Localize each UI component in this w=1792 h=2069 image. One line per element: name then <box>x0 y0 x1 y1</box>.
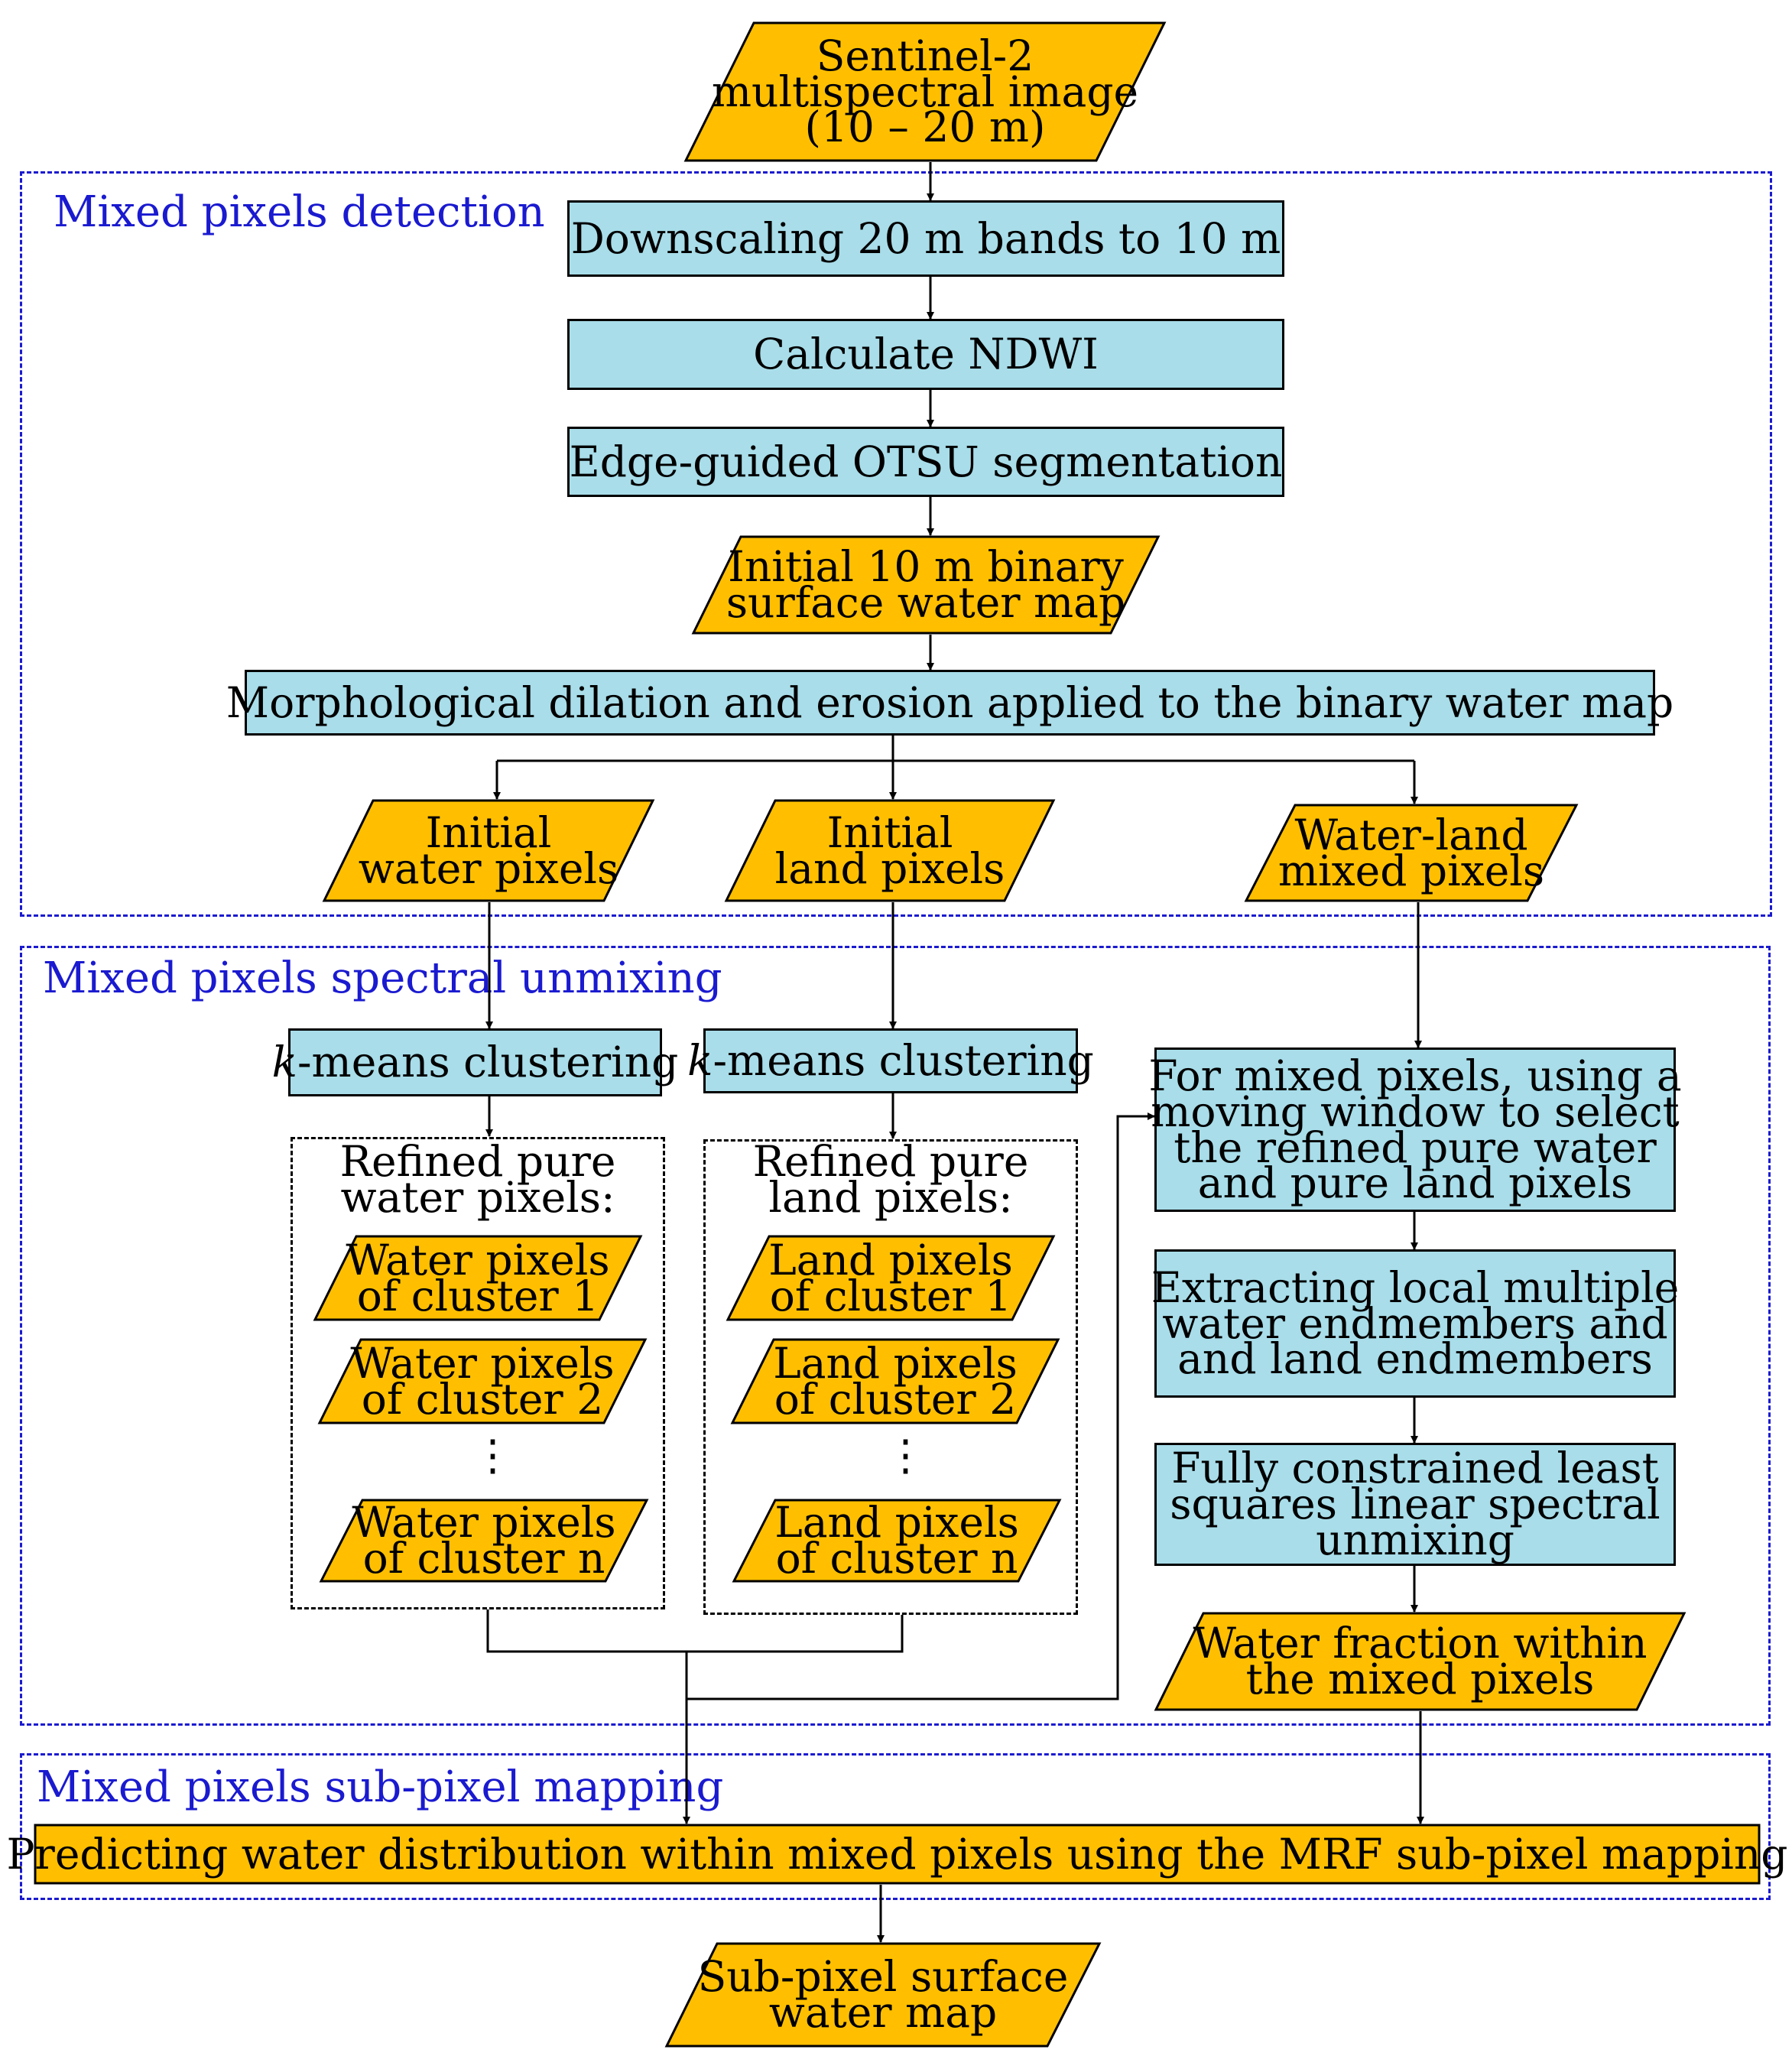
calculate-ndwi-step: Calculate NDWI <box>567 319 1284 390</box>
refined-land-pixels-title: Refined pure land pixels: <box>752 1137 1029 1222</box>
section-mixed-pixels-spectral-unmixing <box>20 946 1771 1726</box>
land-cluster-1: Land pixels of cluster 1 <box>726 1235 1056 1321</box>
section-label-unmixing: Mixed pixels spectral unmixing <box>43 953 722 1003</box>
initial-binary-water-map: Initial 10 m binary surface water map <box>691 535 1161 635</box>
water-fraction-output: Water fraction within the mixed pixels <box>1154 1612 1686 1711</box>
refined-water-pixels-group <box>291 1137 665 1609</box>
water-clusters-ellipsis: ⋮ <box>472 1431 514 1479</box>
water-cluster-n: Water pixels of cluster n <box>319 1499 649 1583</box>
fcls-unmixing-step: Fully constrained least squares linear s… <box>1154 1443 1676 1566</box>
otsu-segmentation-step: Edge-guided OTSU segmentation <box>567 427 1284 497</box>
section-mixed-pixels-sub-pixel-mapping <box>20 1753 1771 1900</box>
arrow-merge-to-moving-window <box>687 1112 1155 1700</box>
moving-window-selection-step: For mixed pixels, using a moving window … <box>1148 1047 1682 1212</box>
kmeans-clustering-water: k-means clustering <box>272 1028 678 1096</box>
water-land-mixed-pixels: Water-land mixed pixels <box>1244 804 1579 902</box>
downscaling-step: Downscaling 20 m bands to 10 m <box>567 200 1284 277</box>
initial-water-pixels: Initial water pixels <box>322 799 655 902</box>
mrf-sub-pixel-mapping-step: Predicting water distribution within mix… <box>7 1824 1788 1885</box>
section-mixed-pixels-detection <box>20 171 1772 917</box>
kmeans-clustering-land: k-means clustering <box>687 1028 1094 1093</box>
land-cluster-n: Land pixels of cluster n <box>732 1499 1062 1583</box>
extract-endmembers-step: Extracting local multiple water endmembe… <box>1151 1249 1679 1398</box>
section-label-detection: Mixed pixels detection <box>54 187 545 237</box>
water-cluster-1: Water pixels of cluster 1 <box>313 1235 643 1321</box>
refined-land-pixels-group <box>703 1139 1078 1615</box>
refined-water-pixels-title: Refined pure water pixels: <box>339 1137 616 1222</box>
sub-pixel-water-map-output: Sub-pixel surface water map <box>664 1942 1102 2048</box>
initial-land-pixels: Initial land pixels <box>724 799 1056 902</box>
groups-merge-connector <box>486 1609 904 1653</box>
section-label-mapping: Mixed pixels sub-pixel mapping <box>37 1762 724 1812</box>
water-cluster-2: Water pixels of cluster 2 <box>317 1338 648 1424</box>
sentinel-2-input: Sentinel-2 multispectral image (10 – 20 … <box>683 21 1167 162</box>
land-clusters-ellipsis: ⋮ <box>885 1431 927 1479</box>
land-cluster-2: Land pixels of cluster 2 <box>730 1338 1060 1424</box>
morphological-step: Morphological dilation and erosion appli… <box>226 670 1674 736</box>
